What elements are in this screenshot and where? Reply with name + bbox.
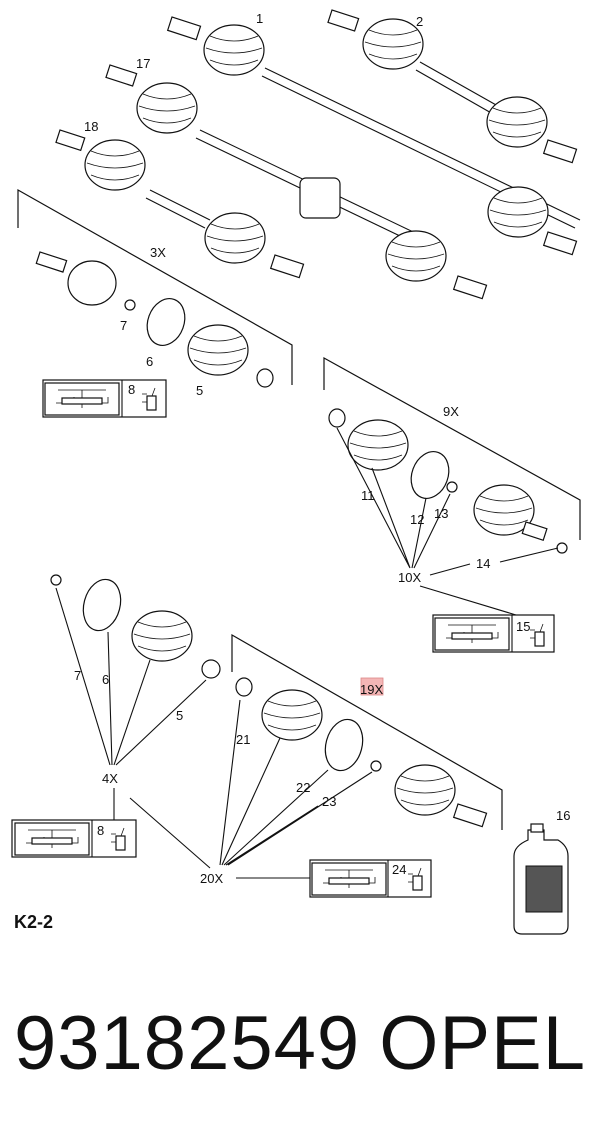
callout-11: 11 — [361, 488, 375, 503]
callout-22: 22 — [296, 780, 310, 795]
group-3x: 3X 7 6 5 8 — [17, 188, 293, 418]
callout-3x: 3X — [150, 245, 166, 260]
grease-bottle: 16 — [513, 808, 570, 935]
callout-19x: 19X — [360, 682, 383, 697]
group-4x: 7 6 5 4X 8 — [11, 574, 221, 858]
callout-13: 13 — [434, 506, 448, 521]
callout-8b: 8 — [97, 823, 104, 838]
callout-2: 2 — [416, 14, 423, 29]
callout-15: 15 — [516, 619, 530, 634]
brand-name: OPEL — [379, 1001, 586, 1086]
callout-7b: 7 — [74, 668, 81, 683]
callout-14: 14 — [476, 556, 490, 571]
callout-17: 17 — [136, 56, 150, 71]
callout-5a: 5 — [196, 383, 203, 398]
callout-10x: 10X — [398, 570, 421, 585]
driveshaft-17 — [105, 64, 488, 300]
callout-6b: 6 — [102, 672, 109, 687]
callout-9x: 9X — [443, 404, 459, 419]
part-number: 93182549 — [14, 1001, 361, 1086]
driveshaft-2 — [327, 9, 578, 164]
callout-6a: 6 — [146, 354, 153, 369]
group-19x: 19X 21 22 23 20X 24 — [129, 633, 503, 898]
callout-5b: 5 — [176, 708, 183, 723]
exploded-parts-diagram: 1 2 17 18 3X 7 6 5 8 9X 11 12 13 14 10 — [11, 9, 581, 935]
callout-1: 1 — [256, 11, 263, 26]
sheet-code: K2-2 — [14, 912, 54, 932]
callout-8a: 8 — [128, 382, 135, 397]
callout-21: 21 — [236, 732, 250, 747]
callout-20x: 20X — [200, 871, 223, 886]
callout-24: 24 — [392, 862, 406, 877]
callout-16: 16 — [556, 808, 570, 823]
driveshaft-18 — [55, 129, 305, 279]
callout-18: 18 — [84, 119, 98, 134]
footer: 93182549 OPEL — [14, 1000, 586, 1100]
callout-4x: 4X — [102, 771, 118, 786]
group-9x: 9X 11 12 13 14 10X 15 — [323, 356, 581, 653]
highlight-marker — [360, 677, 384, 696]
driveshaft-1 — [166, 16, 581, 256]
callout-7a: 7 — [120, 318, 127, 333]
